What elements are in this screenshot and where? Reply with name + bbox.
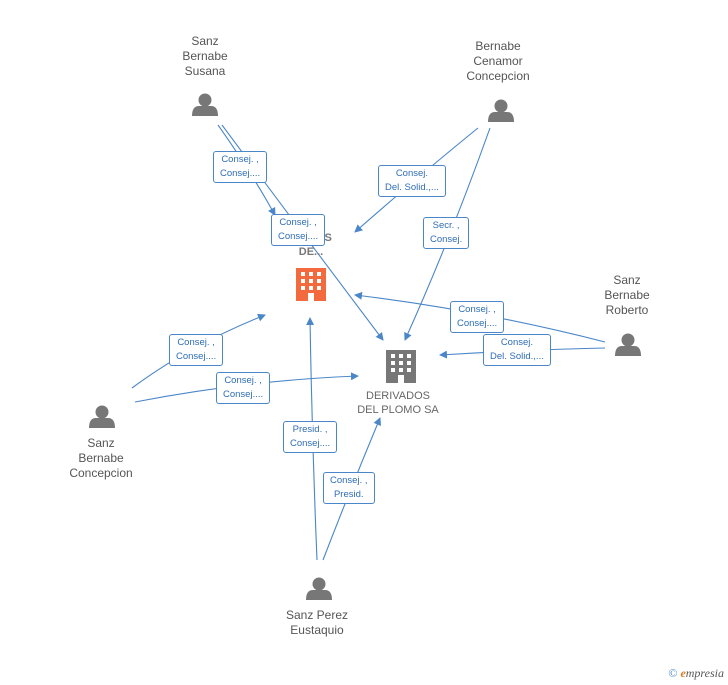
edge-label-roberto-top[interactable]: Consej. , Consej.... [450,301,505,333]
edge-label-cenamor-top[interactable]: Consej. Del. Solid.,... [378,165,446,197]
edge-label-eustaquio-top[interactable]: Presid. , Consej.... [283,421,338,453]
person-icon[interactable] [192,93,218,117]
person-icon[interactable] [89,405,115,429]
edge-label-susana-main[interactable]: Consej. , Consej.... [271,214,326,246]
person-icon[interactable] [615,333,641,357]
edge-label-concepcion-main[interactable]: Consej. , Consej.... [216,372,271,404]
person-label-cenamor[interactable]: Bernabe Cenamor Concepcion [466,39,530,83]
person-icon[interactable] [488,99,514,123]
person-label-susana[interactable]: Sanz Bernabe Susana [182,34,228,78]
building-icon[interactable] [296,268,326,301]
building-icon[interactable] [386,350,416,383]
brand-name: mpresia [685,666,724,680]
edge-label-eustaquio-main[interactable]: Consej. , Presid. [323,472,375,504]
person-label-roberto[interactable]: Sanz Bernabe Roberto [604,273,650,317]
brand-initial: e [680,666,686,680]
footer-brand[interactable]: © empresia [668,666,724,681]
person-icon[interactable] [306,577,332,601]
edge-label-roberto-main[interactable]: Consej. Del. Solid.,... [483,334,551,366]
edge-label-cenamor-main[interactable]: Secr. , Consej. [423,217,470,249]
person-label-concepcion[interactable]: Sanz Bernabe Concepcion [69,436,133,480]
edge-label-concepcion-top[interactable]: Consej. , Consej.... [169,334,224,366]
person-label-eustaquio[interactable]: Sanz Perez Eustaquio [285,608,349,637]
copyright-icon: © [668,666,678,680]
edge-label-susana-top[interactable]: Consej. , Consej.... [213,151,268,183]
company-label-main[interactable]: DERIVADOS DEL PLOMO SA [357,390,439,416]
